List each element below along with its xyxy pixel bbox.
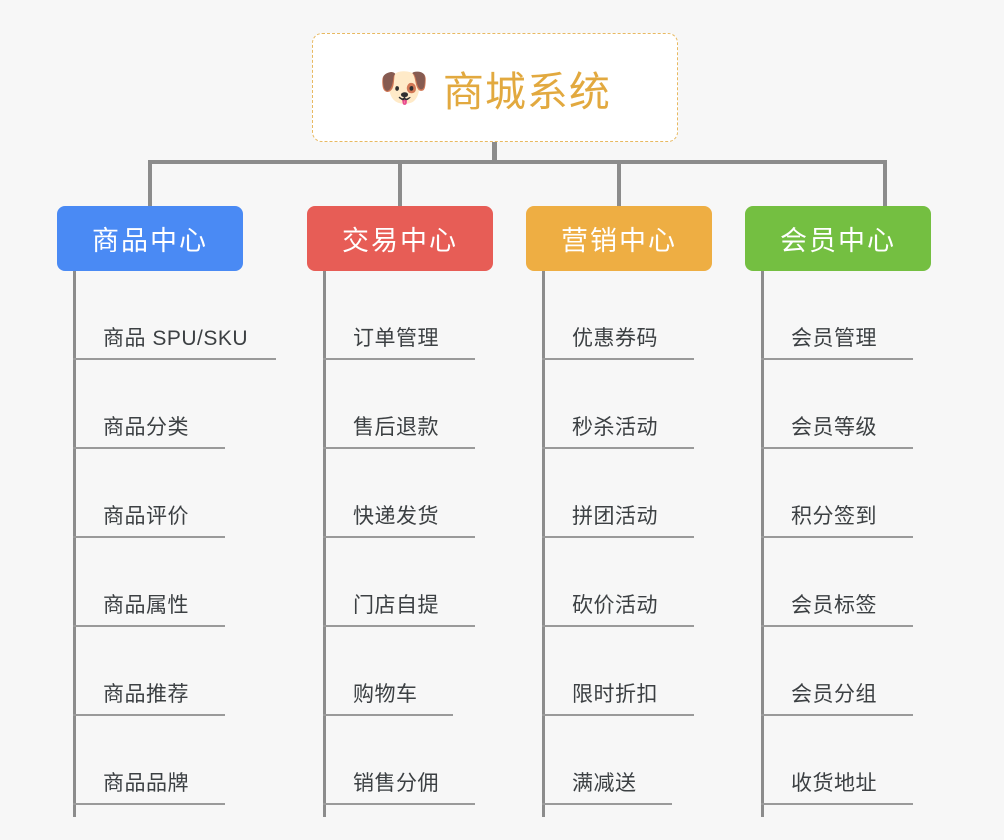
leaf-rule [73, 447, 225, 449]
leaf-label: 会员分组 [791, 683, 877, 706]
leaf-rule [761, 714, 913, 716]
leaf-rule [323, 358, 475, 360]
leaf-rule [323, 447, 475, 449]
leaf-label: 秒杀活动 [572, 416, 658, 439]
shiba-dog-face-icon: 🐶 [379, 65, 429, 110]
leaf-rule [73, 803, 225, 805]
leaf-label: 商品 SPU/SKU [103, 327, 249, 350]
category-box-marketing-center[interactable]: 营销中心 [526, 206, 712, 271]
leaf-rule [323, 536, 475, 538]
leaf-rule [73, 536, 225, 538]
connector-drop-3 [617, 160, 621, 208]
category-label: 商品中心 [92, 226, 208, 256]
leaf-rule [761, 536, 913, 538]
leaf-rule [542, 358, 694, 360]
leaf-spine [73, 271, 76, 817]
connector-drop-2 [398, 160, 402, 208]
root-node-title: 商城系统 [442, 68, 611, 115]
connector-drop-1 [148, 160, 152, 208]
category-label: 会员中心 [780, 226, 896, 256]
connector-root-stem [492, 142, 497, 164]
leaf-label: 会员等级 [791, 416, 877, 439]
leaf-rule [542, 536, 694, 538]
root-node-shop-system[interactable]: 🐶 商城系统 [312, 33, 678, 142]
leaf-label: 门店自提 [353, 594, 439, 617]
leaf-label: 商品分类 [103, 416, 189, 439]
leaf-rule [761, 447, 913, 449]
leaf-rule [542, 714, 694, 716]
leaf-rule [761, 358, 913, 360]
leaf-label: 商品推荐 [103, 683, 189, 706]
leaf-spine [542, 271, 545, 817]
leaf-label: 限时折扣 [572, 683, 658, 706]
leaf-label: 优惠券码 [572, 327, 658, 350]
leaf-label: 商品品牌 [103, 772, 189, 795]
leaf-label: 快递发货 [353, 505, 439, 528]
leaf-rule [73, 358, 276, 360]
leaf-label: 商品评价 [103, 505, 189, 528]
leaf-label: 砍价活动 [572, 594, 658, 617]
leaf-rule [73, 714, 225, 716]
leaf-rule [761, 625, 913, 627]
leaf-rule [542, 803, 672, 805]
leaf-label: 满减送 [572, 772, 637, 795]
leaf-label: 拼团活动 [572, 505, 658, 528]
connector-horizontal-bus [148, 160, 887, 164]
category-box-product-center[interactable]: 商品中心 [57, 206, 243, 271]
leaf-rule [323, 714, 453, 716]
leaf-rule [542, 625, 694, 627]
leaf-rule [323, 803, 475, 805]
leaf-label: 会员标签 [791, 594, 877, 617]
leaf-label: 购物车 [353, 683, 418, 706]
leaf-rule [761, 803, 913, 805]
leaf-label: 商品属性 [103, 594, 189, 617]
leaf-label: 收货地址 [791, 772, 877, 795]
leaf-label: 售后退款 [353, 416, 439, 439]
leaf-rule [73, 625, 225, 627]
leaf-label: 销售分佣 [353, 772, 439, 795]
leaf-label: 订单管理 [353, 327, 439, 350]
leaf-spine [761, 271, 764, 817]
leaf-rule [323, 625, 475, 627]
leaf-label: 会员管理 [791, 327, 877, 350]
leaf-rule [542, 447, 694, 449]
connector-drop-4 [883, 160, 887, 208]
category-box-member-center[interactable]: 会员中心 [745, 206, 931, 271]
leaf-label: 积分签到 [791, 505, 877, 528]
category-box-trade-center[interactable]: 交易中心 [307, 206, 493, 271]
category-label: 营销中心 [561, 226, 677, 256]
leaf-spine [323, 271, 326, 817]
category-label: 交易中心 [342, 226, 458, 256]
